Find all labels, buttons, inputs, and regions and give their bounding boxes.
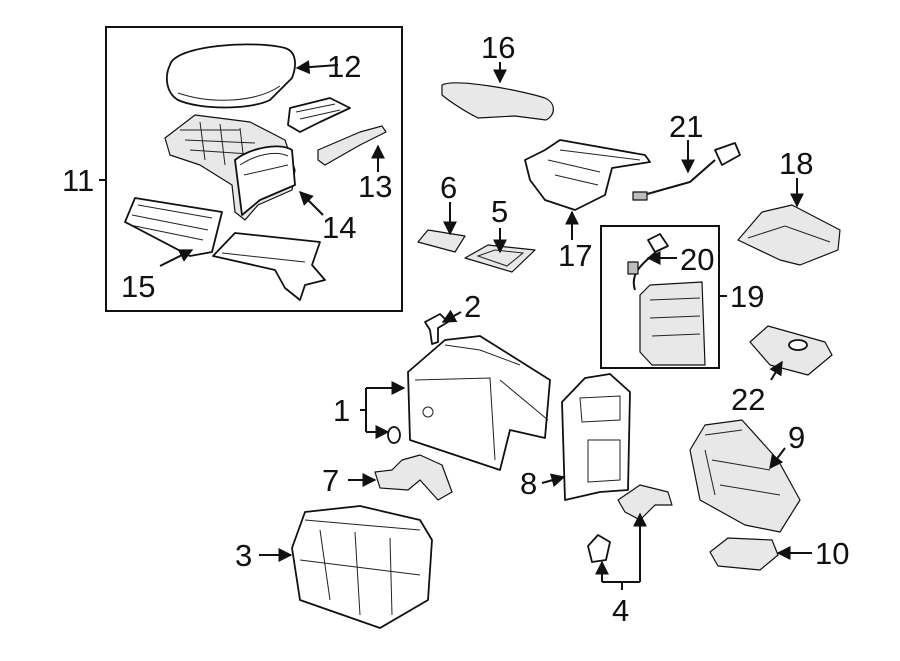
callout-15: 15 [121, 269, 155, 304]
callout-22: 22 [731, 382, 765, 417]
part-13-hinge-bracket [287, 97, 387, 166]
callout-11: 11 [62, 163, 94, 198]
part-15-storage-tray [124, 197, 223, 257]
callout-6: 6 [440, 170, 457, 205]
part-8-rear-panel [561, 373, 631, 501]
part-22-power-outlet [749, 325, 833, 376]
leader-lines [99, 60, 812, 590]
part-1-console-front-panel [387, 335, 551, 471]
part-3-console-base [291, 505, 433, 629]
callout-4: 4 [612, 593, 629, 628]
callout-2: 2 [464, 289, 481, 324]
callout-3: 3 [235, 538, 252, 573]
callout-19: 19 [730, 279, 764, 314]
part-19-usb-hub [639, 281, 706, 366]
part-17-console-bracket [524, 139, 651, 211]
callout-17: 17 [558, 238, 592, 273]
callout-14: 14 [322, 210, 356, 245]
part-9-rear-console-assembly [689, 419, 801, 533]
callout-10: 10 [815, 536, 849, 571]
callout-9: 9 [788, 420, 805, 455]
callout-5: 5 [491, 194, 508, 229]
part-5-mat [464, 244, 536, 273]
part-6-pad [417, 229, 466, 253]
part-12-armrest-lid [166, 43, 296, 109]
callout-16: 16 [481, 30, 515, 65]
part-15-tray-liner [212, 232, 326, 301]
part-20-usb-connector [627, 233, 669, 291]
part-10-mat [709, 537, 779, 571]
callout-12: 12 [327, 49, 361, 84]
part-16-grab-handle [441, 82, 554, 121]
part-21-usb-cable [632, 142, 741, 201]
callout-8: 8 [520, 466, 537, 501]
callout-21: 21 [669, 109, 703, 144]
armrest-assembly-group-box [105, 26, 403, 312]
callout-1: 1 [333, 393, 350, 428]
callout-20: 20 [680, 242, 714, 277]
part-4-brackets [587, 484, 673, 563]
part-18-control-module [737, 204, 841, 266]
callout-18: 18 [779, 146, 813, 181]
part-14-lid-frame [164, 114, 296, 221]
part-7-trim-cover [374, 454, 453, 501]
callout-7: 7 [322, 463, 339, 498]
callout-13: 13 [358, 169, 392, 204]
